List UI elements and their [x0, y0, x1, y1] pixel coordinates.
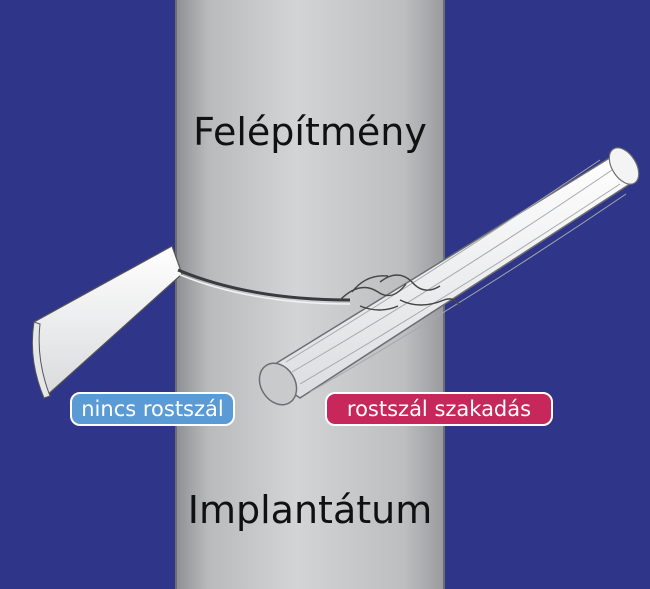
- fiber-ring: [177, 268, 351, 305]
- fiber-tear-tag: rostszál szakadás: [325, 392, 553, 426]
- torn-fiber-bundle: [258, 147, 640, 406]
- implant-label: Implantátum: [187, 488, 433, 532]
- no-fiber-tag: nincs rostszál: [70, 392, 235, 426]
- intact-strap: [31, 245, 183, 400]
- superstructure-label: Felépítmény: [193, 110, 427, 154]
